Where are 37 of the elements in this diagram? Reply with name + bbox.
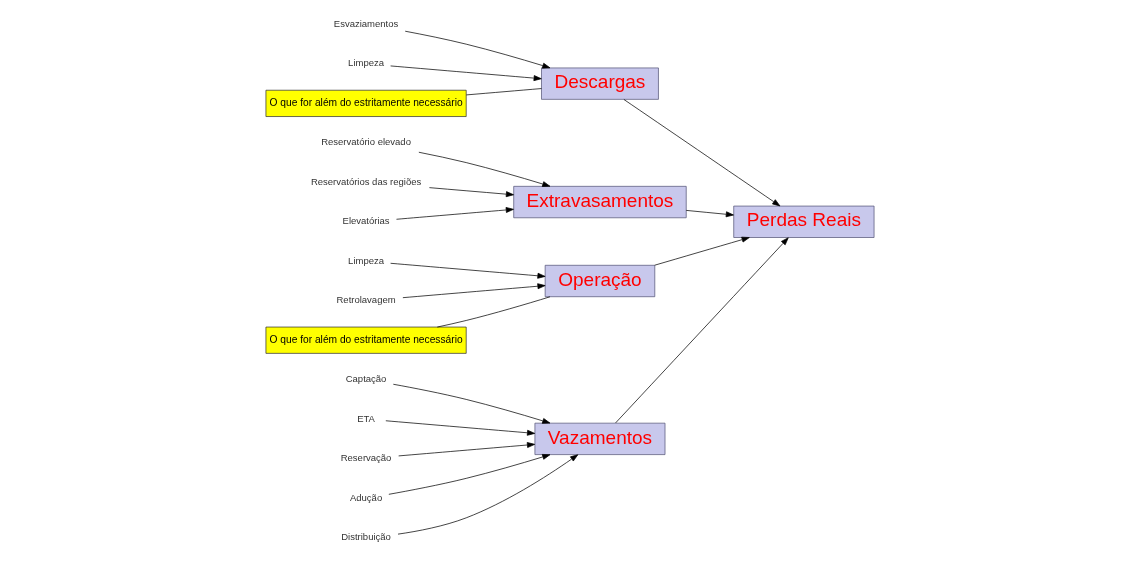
arrow	[402, 283, 545, 299]
node-text: Limpeza	[347, 254, 384, 266]
node-text: Reservação	[340, 452, 391, 464]
arrow	[685, 210, 734, 218]
node-text: Distribuição	[340, 531, 391, 543]
arrow	[614, 237, 789, 424]
arrow	[418, 151, 550, 187]
node-text: Captação	[345, 373, 386, 385]
node-text: Esvaziamentos	[333, 17, 398, 29]
arrow	[395, 207, 514, 220]
arrow	[397, 454, 578, 535]
node-box: Descargas	[540, 67, 659, 100]
node-box: O que for além do estritamente necessário	[265, 89, 467, 117]
node-text: Reservatório elevado	[320, 136, 411, 148]
node-text: ETA	[356, 412, 375, 424]
node-box: Perdas Reais	[732, 205, 874, 238]
node-box: Extravasamentos	[512, 185, 687, 219]
node-box: O que for além do estritamente necessário	[265, 326, 467, 354]
node-text: Reservatórios das regiões	[310, 175, 421, 187]
node-text: Adução	[349, 491, 382, 503]
arrow	[387, 454, 550, 495]
arrow	[389, 65, 542, 81]
arrow	[397, 442, 535, 457]
arrow	[623, 99, 780, 207]
arrow	[428, 187, 514, 198]
node-box: Vazamentos	[534, 422, 665, 455]
connector	[436, 296, 550, 328]
connector	[465, 88, 542, 96]
arrow	[404, 30, 550, 69]
arrow	[392, 383, 550, 424]
node-text: Retrolavagem	[335, 294, 396, 306]
arrow	[653, 236, 750, 266]
node-text: Limpeza	[347, 57, 384, 69]
node-text: Elevatórias	[342, 215, 390, 227]
arrow	[384, 420, 535, 436]
arrow	[389, 262, 545, 279]
node-box: Operação	[544, 264, 655, 298]
